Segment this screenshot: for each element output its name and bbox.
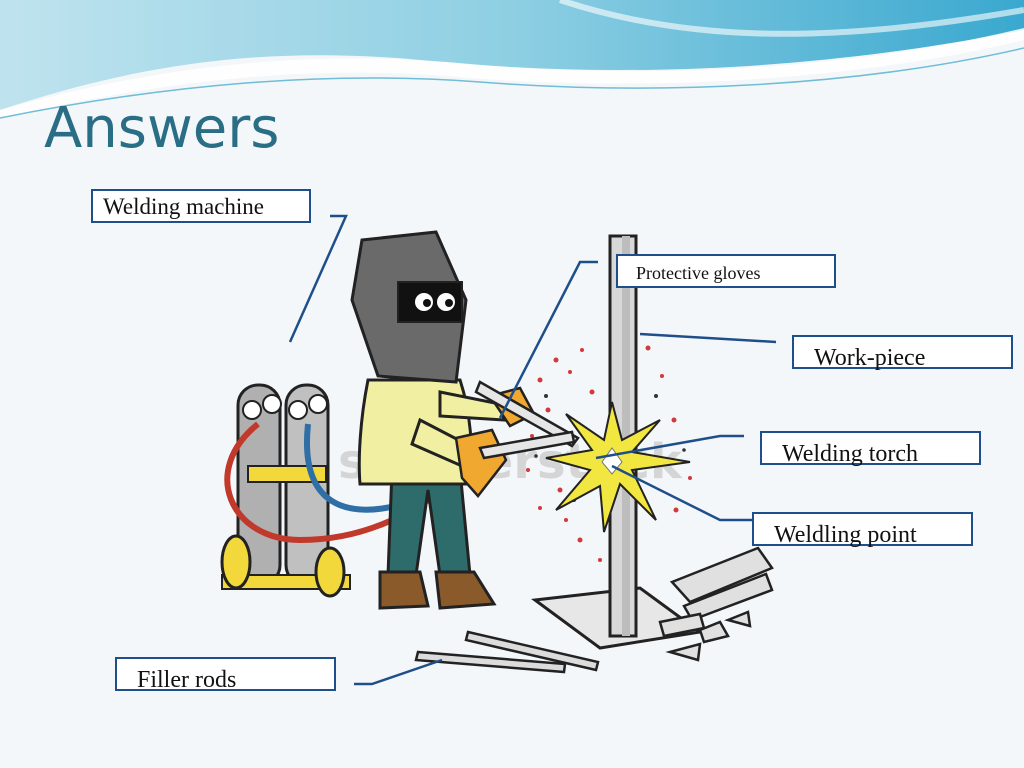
filler-rods-art bbox=[414, 630, 600, 674]
header-swoosh bbox=[0, 0, 1024, 119]
label-work-piece: Work-piece bbox=[792, 335, 1013, 371]
leader-welding-point bbox=[611, 464, 756, 522]
leader-lines bbox=[288, 214, 777, 686]
leader-work-piece bbox=[639, 332, 777, 344]
label-welding-torch: Welding torch bbox=[760, 431, 981, 467]
gas-cylinders bbox=[220, 383, 351, 598]
label-filler-rods-text: Filler rods bbox=[137, 667, 237, 693]
label-protective-gloves: Protective gloves bbox=[616, 254, 836, 288]
leader-filler-rods bbox=[354, 658, 443, 686]
scrap-metal bbox=[658, 546, 774, 662]
leader-protective-gloves bbox=[498, 260, 598, 419]
sparks bbox=[526, 345, 692, 562]
leader-welding-torch bbox=[595, 434, 744, 460]
label-welding-point-text: Weldling point bbox=[774, 522, 917, 548]
label-welding-machine: Welding machine bbox=[91, 189, 311, 223]
label-welding-machine-text: Welding machine bbox=[103, 194, 265, 219]
label-filler-rods: Filler rods bbox=[115, 657, 336, 693]
label-protective-gloves-text: Protective gloves bbox=[636, 263, 761, 283]
label-welding-point: Weldling point bbox=[752, 512, 973, 548]
label-work-piece-text: Work-piece bbox=[814, 345, 926, 371]
leader-welding-machine bbox=[288, 214, 348, 343]
slide-title: Answers bbox=[44, 96, 280, 161]
label-welding-torch-text: Welding torch bbox=[782, 441, 919, 467]
welder-figure bbox=[350, 230, 580, 610]
